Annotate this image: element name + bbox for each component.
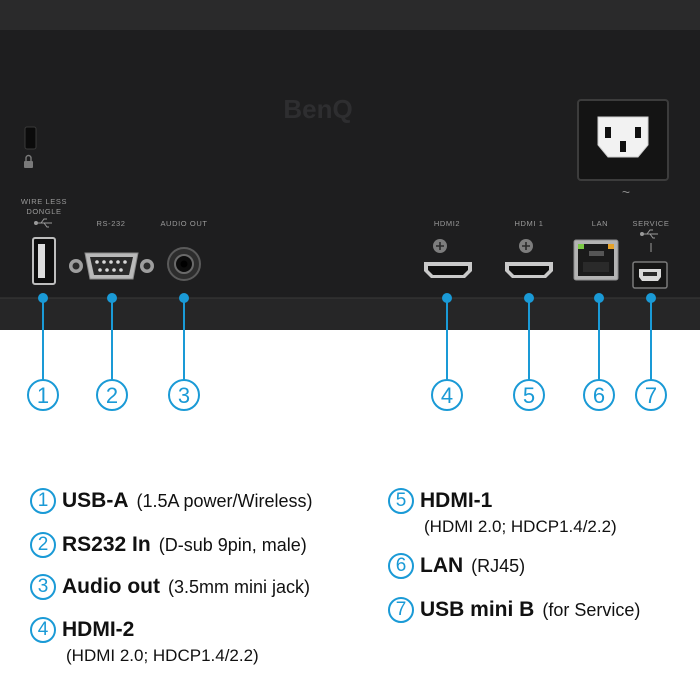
usb-symbol-icon <box>34 218 52 228</box>
legend-detail: (RJ45) <box>471 555 526 576</box>
legend-number: 2 <box>30 532 56 558</box>
label-rs232: RS-232 <box>96 219 125 228</box>
legend-item-usb-mini-b: 7 USB mini B (for Service) <box>388 597 640 623</box>
panel-top-edge <box>0 0 700 30</box>
ac-pin-ground <box>620 141 626 152</box>
label-audio: AUDIO OUT <box>160 219 207 228</box>
callout-line-5 <box>524 293 534 380</box>
label-lan: LAN <box>592 219 608 228</box>
lan-port <box>573 239 619 281</box>
callout-line-6 <box>594 293 604 380</box>
callout-circle-7 <box>635 379 667 411</box>
legend-sub-hdmi1: (HDMI 2.0; HDCP1.4/2.2) <box>424 517 617 536</box>
legend-detail: (3.5mm mini jack) <box>167 576 310 597</box>
rs232-port <box>69 252 154 280</box>
hdmi1-port <box>505 239 553 278</box>
legend-sub-hdmi2: (HDMI 2.0; HDCP1.4/2.2) <box>66 646 259 665</box>
legend-detail: (D-sub 9pin, male) <box>158 534 307 555</box>
callout-number-3: 3 <box>178 383 190 408</box>
label-service: SERVICE <box>633 219 670 228</box>
label-usb-line1: WIRE LESS <box>21 197 67 206</box>
legend-item-lan: 6 LAN (RJ45) <box>388 553 525 579</box>
legend-name: RS232 In <box>62 533 151 556</box>
legend-number: 7 <box>388 597 414 623</box>
audio-jack <box>167 247 201 281</box>
callout-line-3 <box>179 293 189 380</box>
callout-line-2 <box>107 293 117 380</box>
brand-logo: BenQ <box>283 94 352 124</box>
panel-bottom-edge <box>0 298 700 330</box>
legend-number: 4 <box>30 617 56 643</box>
legend-name: Audio out <box>62 575 160 598</box>
callout-line-7 <box>646 293 656 380</box>
ac-pin-right <box>635 127 641 138</box>
callout-circle-3 <box>168 379 200 411</box>
legend-name: USB mini B <box>420 598 535 621</box>
legend-item-hdmi1: 5 HDMI-1 <box>388 488 500 514</box>
callout-circle-4 <box>431 379 463 411</box>
callout-circle-6 <box>583 379 615 411</box>
ac-symbol: ~ <box>622 184 630 200</box>
label-hdmi1: HDMI 1 <box>514 219 543 228</box>
callout-line-1 <box>38 293 48 380</box>
legend-name: HDMI-1 <box>420 489 493 512</box>
ac-pin-left <box>605 127 611 138</box>
legend-name: USB-A <box>62 489 129 512</box>
callout-number-6: 6 <box>593 383 605 408</box>
callout-number-2: 2 <box>106 383 118 408</box>
legend-number: 3 <box>30 574 56 600</box>
usb-mini-b-port <box>632 261 668 289</box>
service-usb-symbol-icon <box>640 229 658 252</box>
usb-a-tongue <box>38 244 45 278</box>
label-usb-line2: DONGLE <box>26 207 61 216</box>
callout-number-4: 4 <box>441 383 453 408</box>
legend-number: 6 <box>388 553 414 579</box>
lock-icon <box>24 154 33 168</box>
callout-number-7: 7 <box>645 383 657 408</box>
legend-item-rs232: 2 RS232 In (D-sub 9pin, male) <box>30 532 307 558</box>
hdmi2-port <box>424 239 472 278</box>
legend-item-audio: 3 Audio out (3.5mm mini jack) <box>30 574 310 600</box>
callout-circle-1 <box>27 379 59 411</box>
legend-item-usb-a: 1 USB-A (1.5A power/Wireless) <box>30 488 313 514</box>
callout-number-1: 1 <box>37 383 49 408</box>
legend-name: HDMI-2 <box>62 618 135 641</box>
legend-detail: (1.5A power/Wireless) <box>136 490 313 511</box>
label-hdmi2: HDMI2 <box>434 219 460 228</box>
legend-name: LAN <box>420 554 464 577</box>
legend-detail: (for Service) <box>542 599 641 620</box>
callout-number-5: 5 <box>523 383 535 408</box>
callout-circle-2 <box>96 379 128 411</box>
legend-number: 5 <box>388 488 414 514</box>
kensington-slot <box>24 126 37 150</box>
legend-number: 1 <box>30 488 56 514</box>
callout-line-4 <box>442 293 452 380</box>
callout-circle-5 <box>513 379 545 411</box>
legend-item-hdmi2: 4 HDMI-2 <box>30 617 142 643</box>
